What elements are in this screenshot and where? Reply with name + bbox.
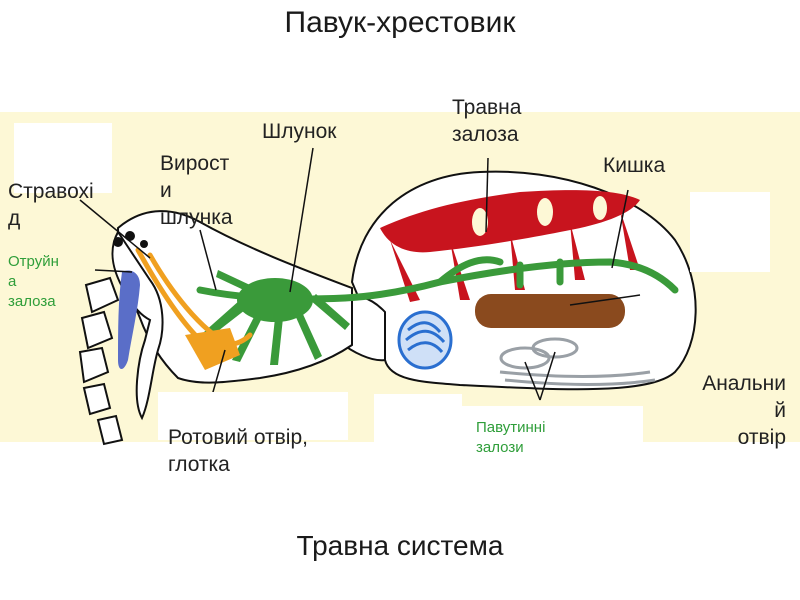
label-stomach: Шлунок [262,118,336,145]
label-intestine: Кишка [603,152,665,179]
label-digestive-gland: Травна залоза [452,94,521,148]
label-venom-gland: Отруйн а залоза [8,252,59,312]
brown-gland-shape [475,294,625,328]
diagram-subtitle: Травна система [0,530,800,562]
label-anal-opening: Анальни й отвір [702,370,786,451]
book-lung-shape [399,312,451,368]
label-silk-glands: Павутинні залози [476,418,545,458]
label-esophagus: Стравохі д [8,178,94,232]
label-stomach-outgrowths: Вирост и шлунка [160,150,233,231]
label-mouth-pharynx: Ротовий отвір, глотка [168,424,308,478]
